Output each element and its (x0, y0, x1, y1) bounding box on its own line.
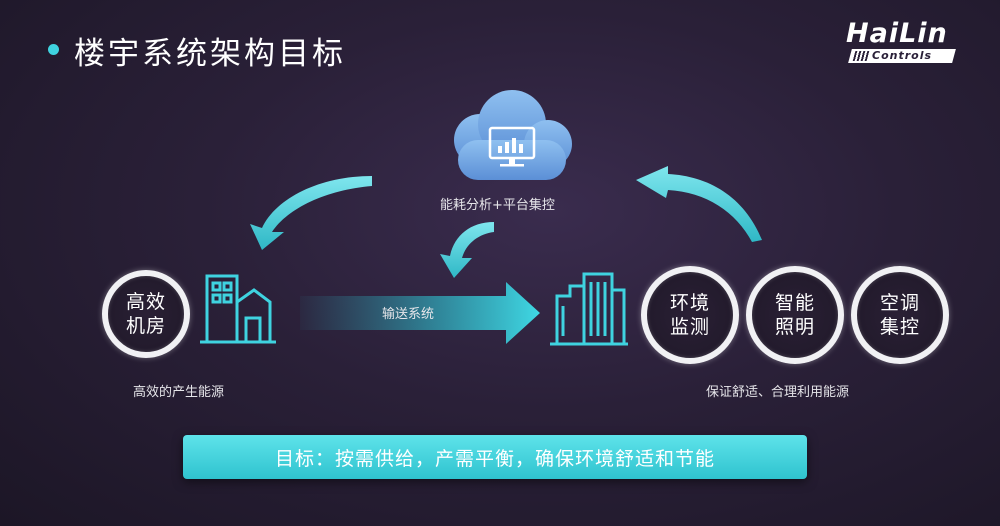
goal-banner: 目标：按需供给，产需平衡，确保环境舒适和节能 (183, 435, 807, 479)
circle-smart-lighting: 智能照明 (746, 266, 844, 364)
cloud-label: 能耗分析+平台集控 (440, 198, 555, 213)
circle-hvac-control: 空调集控 (851, 266, 949, 364)
logo-sub-text: Controls (872, 49, 933, 62)
logo-main-text: HaiLin (846, 18, 948, 49)
right-caption: 保证舒适、合理利用能源 (706, 385, 850, 400)
pipe-arrow (300, 282, 540, 344)
circle-efficient-plant-text: 高效机房 (125, 291, 166, 337)
curved-arrow-left (250, 176, 372, 250)
goal-text: 目标：按需供给，产需平衡，确保环境舒适和节能 (274, 447, 715, 470)
circle-environment-monitoring: 环境监测 (641, 266, 739, 364)
circle-environment-monitoring-text: 环境监测 (669, 292, 710, 338)
pipe-label: 输送系统 (382, 307, 435, 322)
title-bullet (48, 44, 59, 55)
left-caption: 高效的产生能源 (133, 385, 225, 400)
factory-building-icon (200, 274, 276, 344)
office-buildings-icon (550, 272, 628, 346)
page-title: 楼宇系统架构目标 (74, 36, 346, 72)
hailin-logo: HaiLin Controls (842, 18, 960, 68)
circle-efficient-plant: 高效机房 (102, 270, 190, 358)
circle-hvac-control-text: 空调集控 (879, 292, 920, 338)
monitor-chart-icon (488, 126, 536, 167)
circle-smart-lighting-text: 智能照明 (774, 292, 815, 338)
curved-arrow-down (440, 222, 494, 278)
curved-arrow-right (636, 166, 762, 242)
